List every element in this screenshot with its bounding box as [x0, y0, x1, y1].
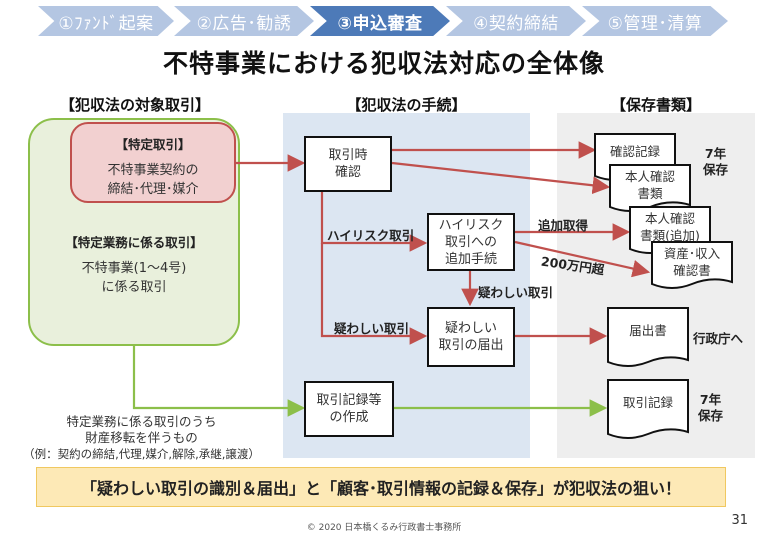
step-application-review: ③申込審査	[310, 6, 450, 36]
doc-id-additional-line2: 書類(追加)	[640, 228, 700, 243]
process-high-risk: ハイリスク 取引への 追加手続	[427, 213, 515, 271]
process-record-line1: 取引記録等	[316, 393, 382, 408]
specified-transaction-box: 【特定取引】 不特事業契約の 締結･代理･媒介	[70, 122, 236, 203]
process-high-risk-line1: ハイリスク	[438, 217, 504, 233]
specified-transaction-heading: 【特定取引】	[115, 137, 191, 152]
doc-transaction-record-text: 取引記録	[622, 395, 673, 410]
arrow-highrisk-to-asset-income	[514, 240, 651, 278]
key-message-banner: 「疑わしい取引の識別＆届出」と「顧客･取引情報の記録＆保存」が犯収法の狙い！	[36, 467, 726, 507]
doc-asset-income-line2: 確認書	[673, 263, 711, 278]
process-suspicious-line2: 取引の届出	[438, 338, 504, 353]
process-suspicious-report: 疑わしい 取引の届出	[427, 307, 515, 367]
step-fund-planning: ①ﾌｧﾝﾄﾞ起案	[38, 6, 174, 36]
page-number: 31	[731, 513, 748, 528]
arrow-verification-to-suspicious	[320, 243, 428, 345]
doc-verification-record-text: 確認記録	[609, 144, 660, 159]
column-heading-targets: 【犯収法の対象取引】	[59, 96, 210, 114]
specified-business-heading: 【特定業務に係る取引】	[65, 235, 203, 250]
column-heading-documents: 【保存書類】	[610, 96, 701, 114]
specified-business-line2: に係る取引	[101, 280, 167, 295]
step-label: ②広告･勧誘	[196, 13, 292, 34]
doc-transaction-record	[607, 379, 689, 439]
to-agency-label: 行政庁へ	[693, 331, 744, 346]
key-message-text: 「疑わしい取引の識別＆届出」と「顧客･取引情報の記録＆保存」が犯収法の狙い！	[80, 479, 681, 498]
doc-asset-income	[651, 241, 733, 289]
step-label: ①ﾌｧﾝﾄﾞ起案	[58, 13, 154, 34]
specified-transaction-line1: 不特事業契約の	[107, 163, 199, 178]
doc-report	[607, 307, 689, 367]
label-high-risk: ハイリスク取引	[327, 228, 415, 243]
step-advertising: ②広告･勧誘	[174, 6, 314, 36]
page-title: 不特事業における犯収法対応の全体像	[162, 49, 605, 78]
retention-years-1: 7年	[704, 146, 727, 161]
arrow-business-to-record-creation	[132, 346, 306, 417]
retention-label-1: 保存	[703, 162, 729, 177]
step-label: ③申込審査	[337, 13, 423, 34]
label-additional-acquisition: 追加取得	[538, 218, 589, 233]
copyright-footer: © 2020 日本橋くるみ行政書士事務所	[306, 523, 462, 533]
process-verification: 取引時 確認	[304, 136, 392, 192]
doc-id-additional-line1: 本人確認	[644, 211, 695, 226]
retention-label-2: 保存	[698, 408, 724, 423]
label-suspicious-down: 疑わしい取引	[478, 285, 554, 300]
process-suspicious-line1: 疑わしい	[444, 321, 497, 336]
column-heading-procedures: 【犯収法の手続】	[346, 96, 467, 114]
note-line3: （例：契約の締結,代理,媒介,解除,承継,譲渡）	[23, 447, 260, 461]
doc-id-docs-line2: 書類	[637, 186, 663, 201]
process-record-line2: の作成	[329, 410, 369, 425]
doc-report-text: 届出書	[629, 323, 667, 338]
note-line1: 特定業務に係る取引のうち	[66, 414, 217, 429]
process-verification-line2: 確認	[334, 165, 361, 180]
specified-business-line1: 不特事業(1～4号)	[81, 261, 187, 276]
process-verification-line1: 取引時	[328, 148, 368, 163]
doc-asset-income-line1: 資産･収入	[663, 246, 721, 261]
step-contract-signing: ④契約締結	[446, 6, 586, 36]
step-management-settlement: ⑤管理･清算	[582, 6, 728, 36]
process-high-risk-line2: 取引への	[444, 234, 497, 250]
process-high-risk-line3: 追加手続	[444, 251, 497, 267]
specified-transaction-line2: 締結･代理･媒介	[107, 182, 199, 197]
arrow-verification-to-id-docs	[391, 161, 611, 195]
process-record-creation: 取引記録等 の作成	[304, 381, 394, 437]
step-label: ⑤管理･清算	[607, 13, 703, 34]
retention-years-2: 7年	[699, 392, 722, 407]
doc-id-docs-line1: 本人確認	[624, 169, 675, 184]
note-line2: 財産移転を伴うもの	[85, 430, 198, 445]
label-suspicious-left: 疑わしい取引	[334, 321, 410, 336]
step-label: ④契約締結	[473, 13, 559, 34]
